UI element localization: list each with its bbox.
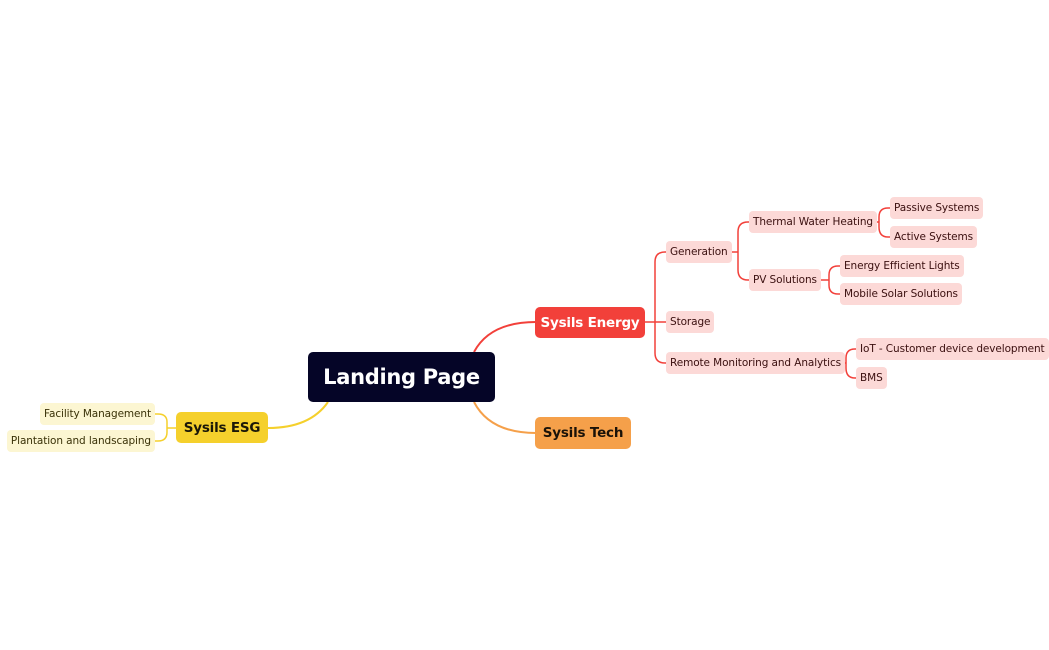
topic-node-plantation-landscaping[interactable]: Plantation and landscaping xyxy=(6,430,155,452)
link-root-esg xyxy=(267,401,329,429)
topic-label: Storage xyxy=(670,316,711,328)
topic-node-storage[interactable]: Storage xyxy=(666,311,715,333)
topic-label: Passive Systems xyxy=(894,202,980,214)
link-esg-children xyxy=(155,413,177,442)
branch-node-sysils-esg[interactable]: Sysils ESG xyxy=(176,412,268,443)
topic-label: Generation xyxy=(670,246,728,258)
branch-node-sysils-tech[interactable]: Sysils Tech xyxy=(535,417,631,449)
topic-node-bms[interactable]: BMS xyxy=(856,367,887,389)
topic-label: IoT - Customer device development xyxy=(860,343,1045,355)
branch-node-sysils-energy[interactable]: Sysils Energy xyxy=(535,307,645,338)
root-label: Landing Page xyxy=(323,365,480,389)
topic-label: PV Solutions xyxy=(753,274,817,286)
topic-node-energy-efficient-lights[interactable]: Energy Efficient Lights xyxy=(840,255,964,277)
branch-label: Sysils ESG xyxy=(183,419,261,436)
link-root-tech xyxy=(473,401,537,434)
topic-label: Thermal Water Heating xyxy=(753,216,873,228)
topic-node-remote-monitoring[interactable]: Remote Monitoring and Analytics xyxy=(666,352,846,374)
branch-label: Sysils Energy xyxy=(540,314,640,331)
topic-label: Plantation and landscaping xyxy=(10,435,151,447)
topic-node-iot-customer-device[interactable]: IoT - Customer device development xyxy=(856,338,1049,360)
topic-label: Remote Monitoring and Analytics xyxy=(670,357,842,369)
root-node-landing-page[interactable]: Landing Page xyxy=(308,352,495,402)
topic-label: Active Systems xyxy=(894,231,974,243)
topic-node-mobile-solar-solutions[interactable]: Mobile Solar Solutions xyxy=(840,283,962,305)
topic-node-active-systems[interactable]: Active Systems xyxy=(890,226,978,248)
link-energy-children xyxy=(645,251,666,364)
topic-label: Facility Management xyxy=(44,408,151,420)
topic-label: Energy Efficient Lights xyxy=(844,260,960,272)
topic-label: BMS xyxy=(860,372,883,384)
link-generation-children xyxy=(727,221,749,281)
topic-node-generation[interactable]: Generation xyxy=(666,241,732,263)
branch-label: Sysils Tech xyxy=(542,425,624,441)
link-pv-children xyxy=(818,265,840,295)
topic-node-facility-management[interactable]: Facility Management xyxy=(40,403,155,425)
topic-node-passive-systems[interactable]: Passive Systems xyxy=(890,197,984,219)
topic-node-thermal-water-heating[interactable]: Thermal Water Heating xyxy=(749,211,877,233)
topic-label: Mobile Solar Solutions xyxy=(844,288,958,300)
link-root-energy xyxy=(473,321,537,353)
topic-node-pv-solutions[interactable]: PV Solutions xyxy=(749,269,821,291)
